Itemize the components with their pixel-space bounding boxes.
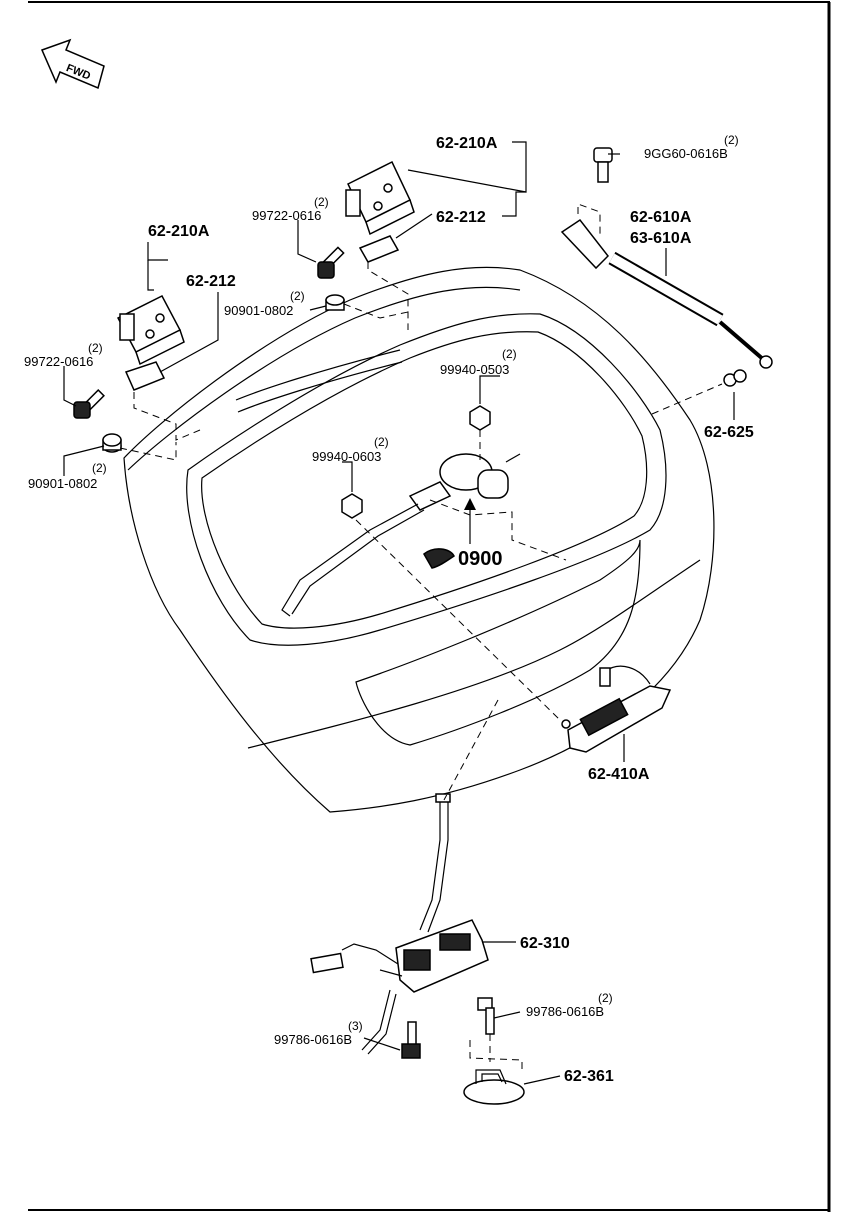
label-striker: 62-361 <box>564 1068 614 1085</box>
left-hinge-part <box>116 295 185 391</box>
label-latch: 62-310 <box>520 935 570 952</box>
leader-lines <box>63 141 735 1085</box>
label-strut-2: 63-610A <box>630 230 692 247</box>
left-nut-part <box>102 433 122 453</box>
reference-number: 0900 <box>458 548 503 570</box>
liftgate-panel <box>123 266 715 813</box>
nut-0603-part <box>341 493 363 519</box>
upper-nut-part <box>325 294 345 311</box>
label-bolt-right: 99722-0616 <box>252 208 321 223</box>
left-bolt-part <box>73 389 105 419</box>
label-strut-1: 62-610A <box>630 209 692 226</box>
label-strut-bolt: 9GG60-0616B <box>644 146 728 161</box>
label-nut-upper-qty: (2) <box>290 289 305 303</box>
label-nut-0503: 99940-0503 <box>440 362 509 377</box>
reference-arrow-icon <box>423 498 476 569</box>
label-hinge-right: 62-210A <box>436 135 498 152</box>
lock-cylinder-part <box>281 453 521 617</box>
dashed-locator-lines <box>119 203 723 1074</box>
right-hinge-part <box>345 160 415 263</box>
right-bolt-part <box>317 246 345 279</box>
fwd-arrow-icon: FWD <box>40 38 105 90</box>
label-garnish: 62-410A <box>588 766 650 783</box>
label-nut-0603: 99940-0603 <box>312 449 381 464</box>
label-hinge-left: 62-210A <box>148 223 210 240</box>
label-stud: 62-625 <box>704 424 754 441</box>
garnish-part <box>561 665 672 753</box>
label-latch-bolt-qty: (3) <box>348 1019 363 1033</box>
latch-part <box>310 793 489 1055</box>
label-nut-left: 90901-0802 <box>28 476 97 491</box>
label-bolt-left: 99722-0616 <box>24 354 93 369</box>
label-nut-0603-qty: (2) <box>374 435 389 449</box>
striker-part <box>463 1069 525 1105</box>
nut-0503-part <box>469 405 491 431</box>
label-nut-0503-qty: (2) <box>502 347 517 361</box>
label-strut-bolt-qty: (2) <box>724 133 739 147</box>
striker-bolt-part <box>477 997 495 1035</box>
label-nut-left-qty: (2) <box>92 461 107 475</box>
gas-strut-part <box>560 147 773 369</box>
latch-bolt-part <box>401 1021 421 1059</box>
label-bracket-left: 62-212 <box>186 273 236 290</box>
label-bolt-right-qty: (2) <box>314 195 329 209</box>
strut-stud-part <box>723 369 747 387</box>
label-bolt-left-qty: (2) <box>88 341 103 355</box>
label-bracket-right: 62-212 <box>436 209 486 226</box>
label-nut-upper: 90901-0802 <box>224 303 293 318</box>
label-striker-bolt-qty: (2) <box>598 991 613 1005</box>
label-striker-bolt: 99786-0616B <box>526 1004 604 1019</box>
label-latch-bolt: 99786-0616B <box>274 1032 352 1047</box>
